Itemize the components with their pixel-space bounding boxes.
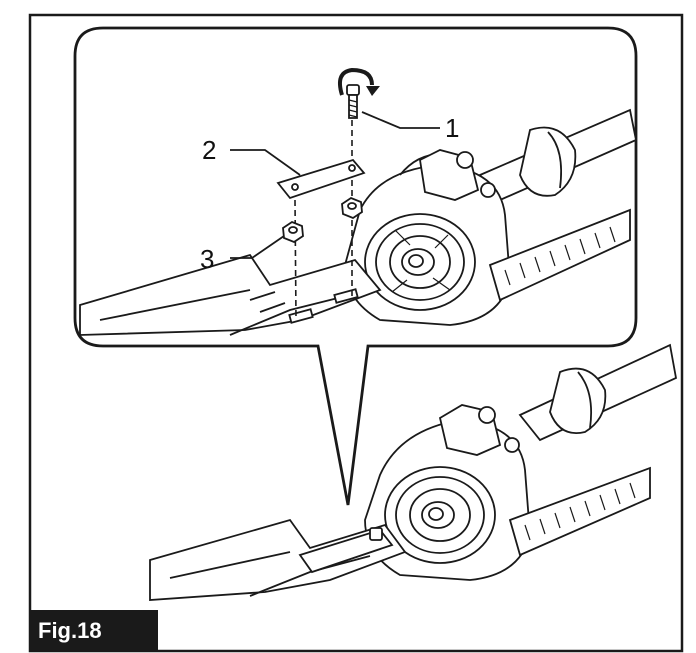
callout-number-2: 2: [202, 135, 216, 165]
leader-line-3: [230, 235, 285, 259]
callout-number-3: 3: [200, 244, 214, 274]
installed-bolt: [369, 527, 383, 541]
installed-plate: [298, 528, 394, 574]
outer-frame: [28, 13, 684, 653]
nut-part-left: [282, 220, 304, 244]
rotation-arrow-head: [366, 86, 380, 96]
tighten-rotation-arrow: [338, 67, 374, 96]
bolt-part: [346, 84, 360, 119]
detail-inset: 1 2 3: [73, 26, 638, 506]
leader-line-1: [361, 111, 440, 129]
figure-label: Fig.18: [30, 610, 158, 652]
callout-number-1: 1: [445, 113, 459, 143]
plate-part: [276, 158, 366, 200]
nut-part-right: [341, 196, 363, 220]
assembled-hedge-trimmer-head: [149, 343, 678, 601]
leader-line-2: [230, 149, 301, 176]
inset-hedge-trimmer-head: [79, 108, 638, 336]
